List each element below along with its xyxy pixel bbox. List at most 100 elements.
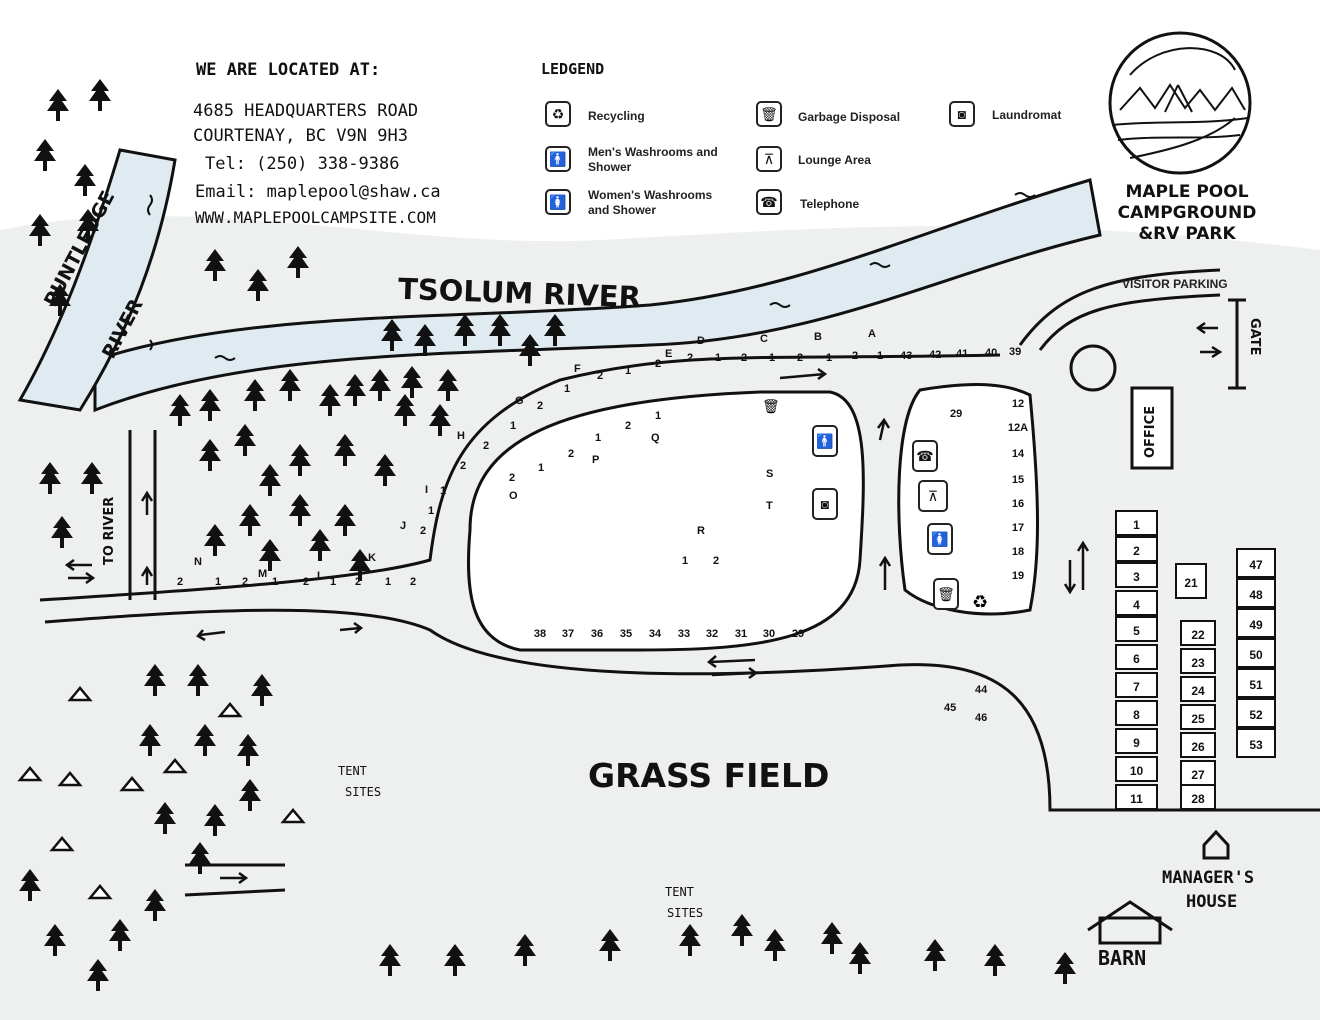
telephone-icon: ☎ — [912, 440, 938, 472]
campsite-9: 9 — [1115, 728, 1158, 754]
tsolum-river-shape — [93, 178, 1102, 413]
picnic-table-icon: ⊼ — [918, 480, 948, 512]
campsite-M: M — [258, 568, 268, 580]
campsite-1: 1 — [877, 350, 884, 362]
campsite-2: 2 — [625, 420, 632, 432]
campsite-H: H — [457, 430, 465, 442]
tree-icon — [519, 334, 541, 366]
campsite-1: 1 — [595, 432, 602, 444]
campsite-12: 12 — [1011, 398, 1025, 410]
tree-icon — [514, 934, 536, 966]
campsite-34: 34 — [648, 628, 662, 640]
tree-icon — [29, 214, 51, 246]
tree-icon — [51, 516, 73, 548]
campsite-2: 2 — [713, 555, 720, 567]
campsite-22: 22 — [1180, 620, 1216, 646]
campsite-35: 35 — [619, 628, 633, 640]
campsite-40: 40 — [985, 347, 998, 359]
tree-icon — [204, 804, 226, 836]
campsite-2: 2 — [1115, 536, 1158, 562]
managers-house-label-2: HOUSE — [1186, 892, 1238, 912]
tree-icon — [319, 384, 341, 416]
campsite-2: 2 — [483, 440, 490, 452]
tree-icon — [251, 674, 273, 706]
campsite-24: 24 — [1180, 676, 1216, 702]
tree-icon — [194, 724, 216, 756]
campsite-42: 42 — [929, 349, 942, 361]
tree-icon — [414, 324, 436, 356]
tree-icon — [984, 944, 1006, 976]
campsite-1: 1 — [215, 576, 222, 588]
address-city: COURTENAY, BC V9N 9H3 — [193, 126, 408, 146]
legend-womens: Women's Washrooms and Shower — [588, 188, 713, 217]
campsite-45: 45 — [944, 702, 957, 714]
campsite-49: 49 — [1236, 608, 1276, 638]
campsite-2: 2 — [687, 352, 694, 364]
campsite-43: 43 — [900, 350, 913, 362]
tree-icon — [47, 89, 69, 121]
office-label: OFFICE — [1143, 405, 1158, 458]
legend-mens: Men's Washrooms and Shower — [588, 145, 718, 174]
campsite-E: E — [665, 348, 673, 360]
campsite-2: 2 — [509, 472, 516, 484]
campsite-2: 2 — [420, 525, 427, 537]
tree-icon — [89, 79, 111, 111]
address-heading: WE ARE LOCATED AT: — [196, 60, 381, 80]
campsite-16: 16 — [1011, 498, 1025, 510]
tree-icon — [74, 164, 96, 196]
campsite-2: 2 — [741, 352, 748, 364]
tree-icon — [349, 549, 371, 581]
tree-icon — [401, 366, 423, 398]
tree-icon — [489, 314, 511, 346]
tree-icon — [454, 314, 476, 346]
tree-icon — [259, 464, 281, 496]
campsite-C: C — [760, 333, 768, 345]
campsite-1: 1 — [826, 352, 833, 364]
laundromat-icon: ◙ — [812, 488, 838, 520]
tree-icon — [381, 319, 403, 351]
campsite-29: 29 — [950, 408, 963, 420]
brand-line-2: CAMPGROUND — [1117, 203, 1257, 223]
campsite-30: 30 — [762, 628, 776, 640]
picnic-table-icon: ⊼ — [756, 146, 782, 172]
campsite-1: 1 — [682, 555, 689, 567]
campsite-5: 5 — [1115, 616, 1158, 642]
tree-icon — [19, 869, 41, 901]
tree-icon — [87, 959, 109, 991]
tree-icon — [199, 439, 221, 471]
campsite-4: 4 — [1115, 590, 1158, 616]
campsite-2: 2 — [537, 400, 544, 412]
womens-washroom-icon: 🚺 — [927, 523, 953, 555]
legend-laundromat: Laundromat — [992, 108, 1062, 122]
tree-icon — [234, 424, 256, 456]
tree-icon — [239, 779, 261, 811]
campsite-12A: 12A — [1007, 422, 1029, 434]
campsite-2: 2 — [568, 448, 575, 460]
campsite-1: 1 — [538, 462, 545, 474]
tree-icon — [49, 284, 71, 316]
campsite-36: 36 — [590, 628, 604, 640]
campsite-46: 46 — [975, 712, 988, 724]
tree-icon — [144, 664, 166, 696]
tree-icon — [374, 454, 396, 486]
campsite-2: 2 — [460, 460, 467, 472]
legend-telephone: Telephone — [800, 197, 860, 211]
tree-icon — [731, 914, 753, 946]
campsite-18: 18 — [1011, 546, 1025, 558]
tree-icon — [204, 249, 226, 281]
tree-icon — [204, 524, 226, 556]
campsite-1: 1 — [1115, 510, 1158, 536]
tree-icon — [344, 374, 366, 406]
tree-icon — [924, 939, 946, 971]
campsite-32: 32 — [705, 628, 719, 640]
campsite-1: 1 — [715, 352, 722, 364]
tree-icon — [764, 929, 786, 961]
address-street: 4685 HEADQUARTERS ROAD — [193, 101, 419, 121]
tree-icon — [39, 462, 61, 494]
address-tel: Tel: (250) 338-9386 — [205, 154, 400, 174]
campsite-38: 38 — [533, 628, 547, 640]
campsite-2: 2 — [242, 576, 249, 588]
campsite-27: 27 — [1180, 760, 1216, 786]
campsite-R: R — [697, 525, 705, 537]
